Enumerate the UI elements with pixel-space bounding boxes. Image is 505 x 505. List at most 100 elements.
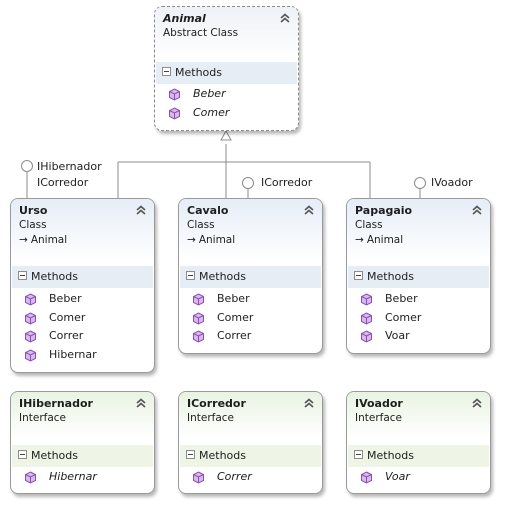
interface-shape-icorredor[interactable]: ICorredor Interface Methods Correr xyxy=(178,391,323,494)
methods-section-cavalo[interactable]: Methods xyxy=(180,266,321,288)
class-header-urso: Urso Class →Animal xyxy=(11,199,154,261)
method-cube-icon xyxy=(193,293,204,306)
minus-box-icon[interactable] xyxy=(354,271,363,280)
method-name: Hibernar xyxy=(49,470,97,483)
method-name: Correr xyxy=(217,329,252,342)
method-item[interactable]: Comer xyxy=(347,309,490,328)
minus-box-icon[interactable] xyxy=(186,271,195,280)
inherits-arrow-icon: → xyxy=(187,234,196,246)
method-name: Hibernar xyxy=(49,347,97,361)
double-chevron-up-icon[interactable] xyxy=(303,204,315,216)
method-list-animal: Beber Comer xyxy=(155,85,298,122)
method-name: Voar xyxy=(385,470,410,483)
method-name: Beber xyxy=(49,292,82,305)
method-item[interactable]: Hibernar xyxy=(11,346,154,365)
method-item[interactable]: Correr xyxy=(179,327,322,346)
minus-box-icon[interactable] xyxy=(162,67,171,76)
class-kind-cavalo: Class xyxy=(187,219,215,231)
method-item[interactable]: Comer xyxy=(11,309,154,328)
method-name: Comer xyxy=(193,105,230,119)
inherits-arrow-icon: → xyxy=(19,234,28,246)
double-chevron-up-icon[interactable] xyxy=(135,204,147,216)
method-item[interactable]: Beber xyxy=(347,290,490,309)
class-name-urso: Urso xyxy=(19,204,48,217)
method-item[interactable]: Comer xyxy=(155,104,298,123)
method-cube-icon xyxy=(25,311,36,325)
class-name-papagaio: Papagaio xyxy=(355,204,413,217)
method-cube-icon xyxy=(25,330,36,343)
methods-section-icorredor[interactable]: Methods xyxy=(180,445,321,467)
method-name: Beber xyxy=(217,292,250,305)
class-parent-papagaio: →Animal xyxy=(355,233,482,248)
methods-label-icorredor: Methods xyxy=(199,449,246,462)
methods-label-papagaio: Methods xyxy=(367,270,414,283)
methods-section-animal[interactable]: Methods xyxy=(156,62,297,84)
method-item[interactable]: Beber xyxy=(179,290,322,309)
method-cube-icon xyxy=(25,471,36,484)
method-name: Voar xyxy=(385,329,410,342)
minus-box-icon[interactable] xyxy=(18,271,27,280)
parent-name: Animal xyxy=(366,234,404,246)
interface-name-icorredor: ICorredor xyxy=(187,397,246,410)
double-chevron-up-icon[interactable] xyxy=(279,12,291,24)
double-chevron-up-icon[interactable] xyxy=(471,204,483,216)
method-item[interactable]: Beber xyxy=(11,290,154,309)
lollipop-connectors xyxy=(21,160,426,198)
methods-label-urso: Methods xyxy=(31,270,78,283)
methods-label-ihibernador: Methods xyxy=(31,449,78,462)
minus-box-icon[interactable] xyxy=(354,450,363,459)
class-header-cavalo: Cavalo Class →Animal xyxy=(179,199,322,261)
method-item[interactable]: Comer xyxy=(179,309,322,328)
methods-section-ihibernador[interactable]: Methods xyxy=(12,445,153,467)
method-item[interactable]: Beber xyxy=(155,85,298,104)
method-item[interactable]: Voar xyxy=(347,327,490,346)
method-cube-icon xyxy=(361,311,372,325)
method-cube-icon xyxy=(169,106,180,120)
methods-section-ivoador[interactable]: Methods xyxy=(348,445,489,467)
double-chevron-up-icon[interactable] xyxy=(471,397,483,409)
double-chevron-up-icon[interactable] xyxy=(303,397,315,409)
method-item[interactable]: Correr xyxy=(11,327,154,346)
method-item[interactable]: Correr xyxy=(179,468,322,487)
method-name: Comer xyxy=(385,310,422,324)
class-parent-cavalo: →Animal xyxy=(187,233,314,248)
interface-shape-ivoador[interactable]: IVoador Interface Methods Voar xyxy=(346,391,491,494)
double-chevron-up-icon[interactable] xyxy=(135,397,147,409)
class-shape-animal[interactable]: Animal Abstract Class Methods Beber Come… xyxy=(154,6,299,131)
methods-section-urso[interactable]: Methods xyxy=(12,266,153,288)
method-list-ivoador: Voar xyxy=(347,468,490,487)
minus-box-icon[interactable] xyxy=(18,450,27,459)
class-shape-papagaio[interactable]: Papagaio Class →Animal Methods Beber Com… xyxy=(346,198,491,354)
method-name: Correr xyxy=(217,470,252,483)
class-name-cavalo: Cavalo xyxy=(187,204,229,217)
method-list-ihibernador: Hibernar xyxy=(11,468,154,487)
method-list-icorredor: Correr xyxy=(179,468,322,487)
method-name: Comer xyxy=(49,310,86,324)
inherits-arrow-icon: → xyxy=(355,234,364,246)
method-list-papagaio: Beber Comer Voar xyxy=(347,290,490,346)
method-item[interactable]: Voar xyxy=(347,468,490,487)
method-cube-icon xyxy=(193,330,204,343)
lollipop-label-icorredor-urso: ICorredor xyxy=(37,176,89,189)
class-kind-animal: Abstract Class xyxy=(163,27,239,39)
methods-label-animal: Methods xyxy=(175,66,222,79)
lollipop-label-ivoador: IVoador xyxy=(431,176,473,189)
method-cube-icon xyxy=(361,330,372,343)
inheritance-arrowhead xyxy=(220,129,232,141)
methods-section-papagaio[interactable]: Methods xyxy=(348,266,489,288)
method-cube-icon xyxy=(193,311,204,325)
parent-name: Animal xyxy=(30,234,68,246)
class-header-papagaio: Papagaio Class →Animal xyxy=(347,199,490,261)
interface-header-ivoador: IVoador Interface xyxy=(347,392,490,438)
class-shape-urso[interactable]: Urso Class →Animal Methods Beber Comer C… xyxy=(10,198,155,373)
method-name: Comer xyxy=(217,310,254,324)
interface-kind-ihibernador: Interface xyxy=(19,412,67,424)
interface-shape-ihibernador[interactable]: IHibernador Interface Methods Hibernar xyxy=(10,391,155,494)
method-item[interactable]: Hibernar xyxy=(11,468,154,487)
minus-box-icon[interactable] xyxy=(186,450,195,459)
interface-header-icorredor: ICorredor Interface xyxy=(179,392,322,438)
class-shape-cavalo[interactable]: Cavalo Class →Animal Methods Beber Comer… xyxy=(178,198,323,354)
interface-name-ihibernador: IHibernador xyxy=(19,397,93,410)
method-name: Correr xyxy=(49,329,84,342)
